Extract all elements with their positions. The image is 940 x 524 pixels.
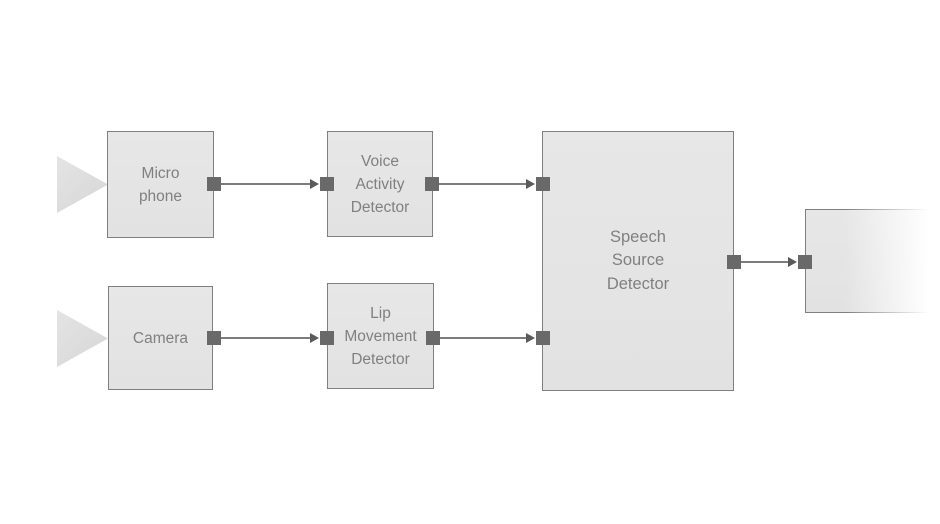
connector-ssd-in-top [536, 177, 550, 191]
connector-ssd-in-bottom [536, 331, 550, 345]
arrowhead-icon [310, 333, 319, 343]
arrowhead-icon [788, 257, 797, 267]
node-lip-movement-detector-label: Lip Movement Detector [344, 304, 417, 368]
node-output [804, 207, 940, 315]
edge-line [221, 183, 312, 185]
connector-vad-in [320, 177, 334, 191]
node-camera-label: Camera [132, 329, 189, 347]
node-voice-activity-detector-label: Voice Activity Detector [350, 152, 410, 216]
video-input-triangle-icon [57, 310, 108, 367]
connector-lmd-in [320, 331, 334, 345]
node-camera: Camera [108, 286, 213, 390]
audio-input-triangle-icon [57, 156, 108, 213]
edge-line [741, 261, 790, 263]
connector-camera-out [207, 331, 221, 345]
edge-line [439, 183, 528, 185]
connector-lmd-out [426, 331, 440, 345]
node-speech-source-detector-label: Speech Source Detector [606, 227, 670, 293]
node-microphone-label: Micro phone [138, 164, 183, 205]
node-lip-movement-detector: Lip Movement Detector [327, 283, 434, 389]
edge-line [221, 337, 312, 339]
arrowhead-icon [526, 333, 535, 343]
arrowhead-icon [526, 179, 535, 189]
edge-line [440, 337, 528, 339]
connector-output-in [798, 255, 812, 269]
arrowhead-icon [310, 179, 319, 189]
connector-ssd-out [727, 255, 741, 269]
connector-microphone-out [207, 177, 221, 191]
node-voice-activity-detector: Voice Activity Detector [327, 131, 433, 237]
connector-vad-out [425, 177, 439, 191]
node-microphone: Micro phone [107, 131, 214, 238]
node-speech-source-detector: Speech Source Detector [542, 131, 734, 391]
